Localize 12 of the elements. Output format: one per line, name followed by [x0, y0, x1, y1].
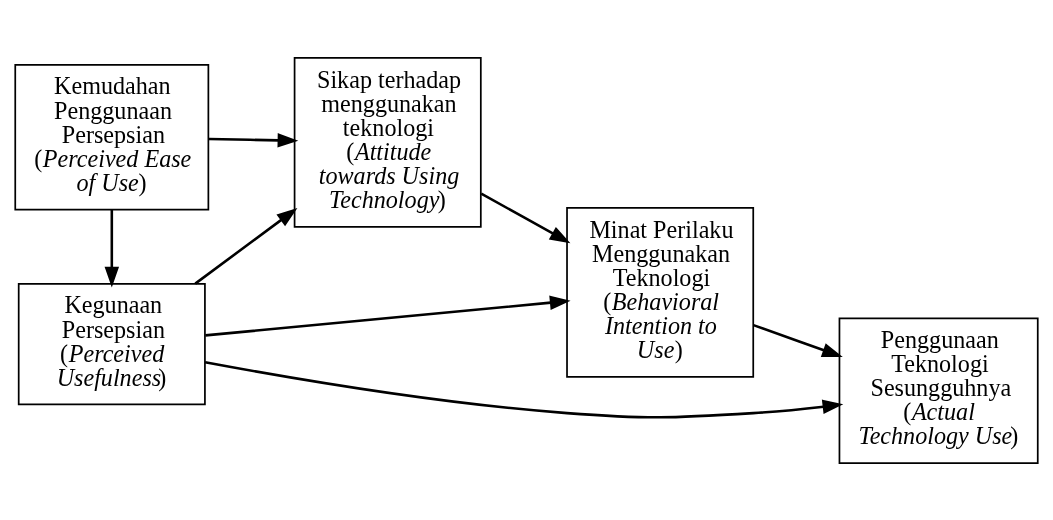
node-box: Sikap terhadap menggunakan teknologi (Attitude towards Using Technology)	[293, 56, 482, 228]
arrow	[480, 191, 571, 243]
arrow	[204, 360, 844, 419]
node-box: Kegunaan Persepsian (Perceived Usefulness)	[17, 282, 206, 405]
arrow	[208, 132, 299, 148]
arrow	[753, 323, 843, 357]
arrow	[194, 207, 298, 285]
node-box: Kemudahan Penggunaan Persepsian (Perceived Ease of Use)	[14, 63, 210, 210]
node-box: Penggunaan Teknologi Sesungguhnya (Actual Technology Use)	[838, 316, 1039, 464]
arrow	[205, 295, 571, 337]
node-box: Minat Perilaku Menggunakan Teknologi (Behavioral Intention to Use)	[566, 206, 755, 378]
arrow	[104, 209, 120, 287]
